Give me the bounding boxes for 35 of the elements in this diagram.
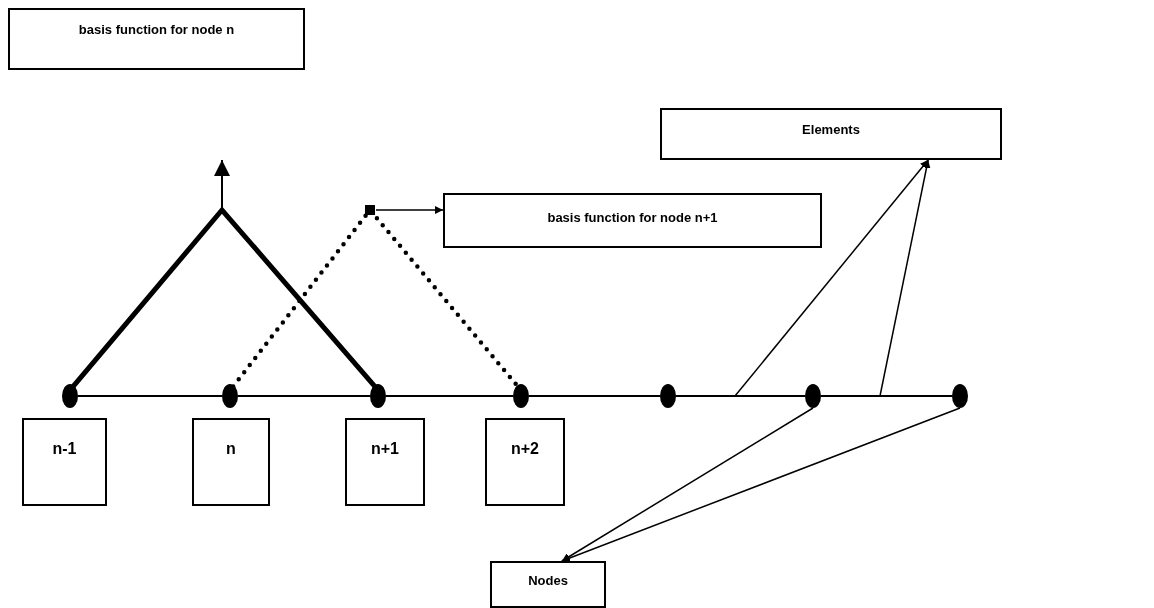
text-box <box>22 418 107 506</box>
box-label: Elements <box>802 122 860 137</box>
connector-line <box>237 395 371 397</box>
arrow <box>561 407 814 562</box>
box-label: Nodes <box>528 573 568 588</box>
box-label: basis function for node n+1 <box>547 210 718 225</box>
basis-function-line <box>71 206 377 389</box>
box-label: n <box>226 440 236 458</box>
box-label: basis function for node n <box>78 22 235 37</box>
box-label: n-1 <box>52 440 77 458</box>
box-label: n+2 <box>511 440 539 458</box>
text-box <box>485 418 565 506</box>
node-dot <box>805 384 821 408</box>
node-dot <box>952 384 968 408</box>
connector-line <box>385 395 514 397</box>
node-dot <box>370 384 386 408</box>
connector-line <box>675 395 806 397</box>
node-dot <box>222 384 238 408</box>
arrow <box>879 159 931 397</box>
connector-line <box>528 395 661 397</box>
box-label: n+1 <box>371 440 399 458</box>
arrow <box>561 407 961 562</box>
arrow <box>734 159 929 397</box>
text-box <box>490 561 606 608</box>
connector-line <box>77 395 223 397</box>
text-box <box>443 193 822 248</box>
text-box <box>192 418 270 506</box>
arrow <box>375 206 444 215</box>
text-box <box>345 418 425 506</box>
connector-line <box>820 395 953 397</box>
node-dot <box>513 384 529 408</box>
node-dot <box>660 384 676 408</box>
text-box <box>660 108 1002 160</box>
text-box <box>8 8 305 70</box>
node-dot <box>62 384 78 408</box>
